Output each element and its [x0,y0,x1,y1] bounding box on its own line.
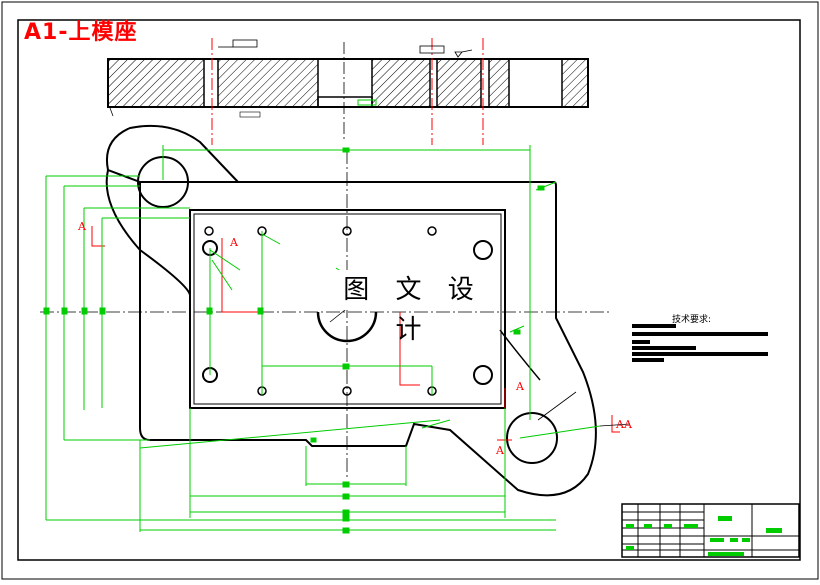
section-mark: A [77,220,87,233]
section-letters: A A A A A A [77,220,633,457]
section-mark: A [623,418,633,431]
technical-requirements-title: 技术要求: [672,315,712,325]
section-mark: A [495,444,505,457]
section-mark: A [615,418,625,431]
hatch-region-1 [109,60,204,106]
base-outline [139,181,597,497]
technical-notes [632,324,768,362]
section-mark: A [229,236,239,249]
section-view [107,38,589,145]
dimensions [43,145,557,534]
inner-border [17,19,801,561]
hatch-region-6 [562,60,587,106]
drawing-title: A1-上模座 [24,20,138,45]
hatch-region-4 [437,60,481,106]
plan-view [40,124,620,497]
section-mark: A [515,380,525,393]
hatch-region-2 [218,60,318,106]
left-ear [106,124,239,183]
hatch-region-3 [372,60,430,106]
pocket-outer [189,209,506,409]
title-block [621,503,800,558]
guide-hole-right [506,412,558,464]
hatch-region-5 [489,60,509,106]
watermark-text: 图 文 设 计 [327,270,499,345]
